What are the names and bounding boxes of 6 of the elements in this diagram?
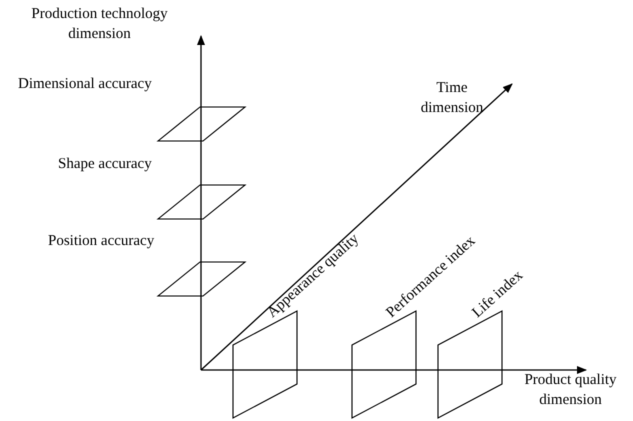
axis-label: Time dimension <box>420 79 484 118</box>
plane-label: Position accuracy <box>48 232 154 250</box>
plane-label: Dimensional accuracy <box>18 75 152 93</box>
axis-label: Product quality dimension <box>523 371 618 410</box>
plane-label: Shape accuracy <box>58 155 152 173</box>
axis-label: Production technology dimension <box>30 5 169 44</box>
